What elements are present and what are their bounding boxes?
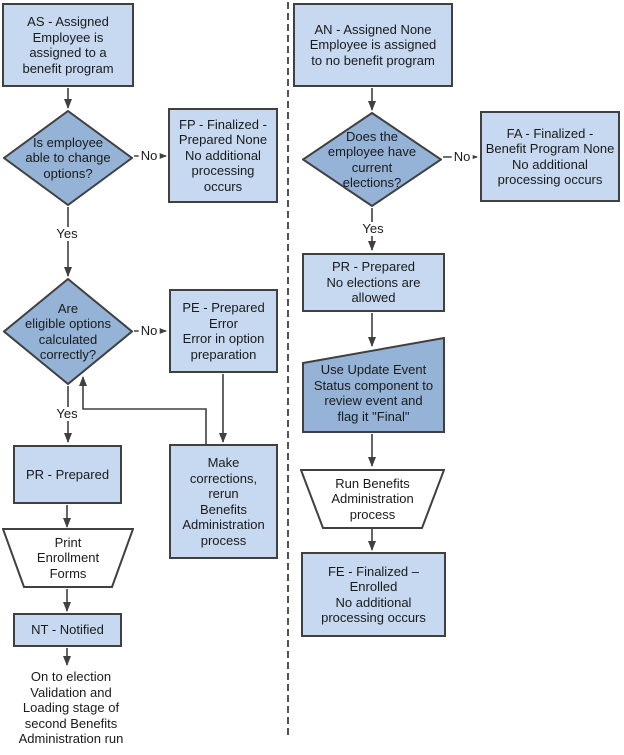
node-label: AS - Assigned Employee is assigned to a … xyxy=(22,14,114,76)
node-pr-prepared-no-elections: PR - Prepared No elections are allowed xyxy=(302,253,445,312)
node-label: Is employee able to change options? xyxy=(25,134,111,181)
node-label: Run Benefits Administration process xyxy=(331,475,414,522)
node-fp-finalized-prepared-none: FP - Finalized - Prepared None No additi… xyxy=(168,108,278,203)
node-print-enrollment-forms: Print Enrollment Forms xyxy=(2,528,134,588)
node-label: PE - Prepared Error Error in option prep… xyxy=(182,300,265,362)
edge-label-yes: Yes xyxy=(54,226,80,241)
node-label: NT - Notified xyxy=(31,622,104,638)
trapezoid-shape xyxy=(2,528,134,588)
decision-options-calculated: Are eligible options calculated correctl… xyxy=(3,278,133,385)
edge-label-no: No xyxy=(138,148,160,163)
node-label: Does the employee have current elections… xyxy=(327,128,417,191)
node-label: PR - Prepared No elections are allowed xyxy=(326,259,421,306)
edge-label-no: No xyxy=(451,149,473,164)
node-label: Are eligible options calculated correctl… xyxy=(24,300,111,363)
node-run-benefits-admin: Run Benefits Administration process xyxy=(300,469,445,529)
node-label: FP - Finalized - Prepared None No additi… xyxy=(178,116,268,194)
diamond-shape xyxy=(3,278,133,385)
decision-change-options: Is employee able to change options? xyxy=(3,110,133,206)
edge-label-yes: Yes xyxy=(360,221,386,236)
node-an-assigned-none: AN - Assigned None Employee is assigned … xyxy=(293,3,453,87)
node-label: Make corrections, rerun Benefits Adminis… xyxy=(182,455,265,548)
edge-make-corrections-to-decision2 xyxy=(79,376,207,444)
edge-label-yes: Yes xyxy=(54,406,80,421)
card-shape xyxy=(302,337,445,433)
node-nt-notified: NT - Notified xyxy=(13,613,122,647)
node-label: FE - Finalized – Enrolled No additional … xyxy=(321,563,426,626)
node-label: PR - Prepared xyxy=(25,466,110,482)
node-label: AN - Assigned None Employee is assigned … xyxy=(309,21,437,68)
node-make-corrections: Make corrections, rerun Benefits Adminis… xyxy=(169,444,278,559)
end-note-election-validation: On to election Validation and Loading st… xyxy=(0,666,142,750)
node-pe-prepared-error: PE - Prepared Error Error in option prep… xyxy=(169,289,278,373)
node-update-event-status: Use Update Event Status component to rev… xyxy=(302,337,445,433)
node-label: FA - Finalized - Benefit Program None No… xyxy=(485,125,615,188)
decision-current-elections: Does the employee have current elections… xyxy=(302,112,442,207)
node-label: Use Update Event Status component to rev… xyxy=(313,362,434,424)
node-as-assigned: AS - Assigned Employee is assigned to a … xyxy=(2,3,134,87)
node-label: Print Enrollment Forms xyxy=(36,534,100,581)
trapezoid-shape xyxy=(300,469,445,529)
node-fe-finalized-enrolled: FE - Finalized – Enrolled No additional … xyxy=(301,552,446,637)
node-pr-prepared: PR - Prepared xyxy=(13,445,122,504)
edge-label-no: No xyxy=(138,323,160,338)
end-note-text: On to election Validation and Loading st… xyxy=(18,669,124,747)
node-fa-finalized-benefit-none: FA - Finalized - Benefit Program None No… xyxy=(480,111,620,202)
diamond-shape xyxy=(302,112,442,207)
diamond-shape xyxy=(3,110,133,206)
